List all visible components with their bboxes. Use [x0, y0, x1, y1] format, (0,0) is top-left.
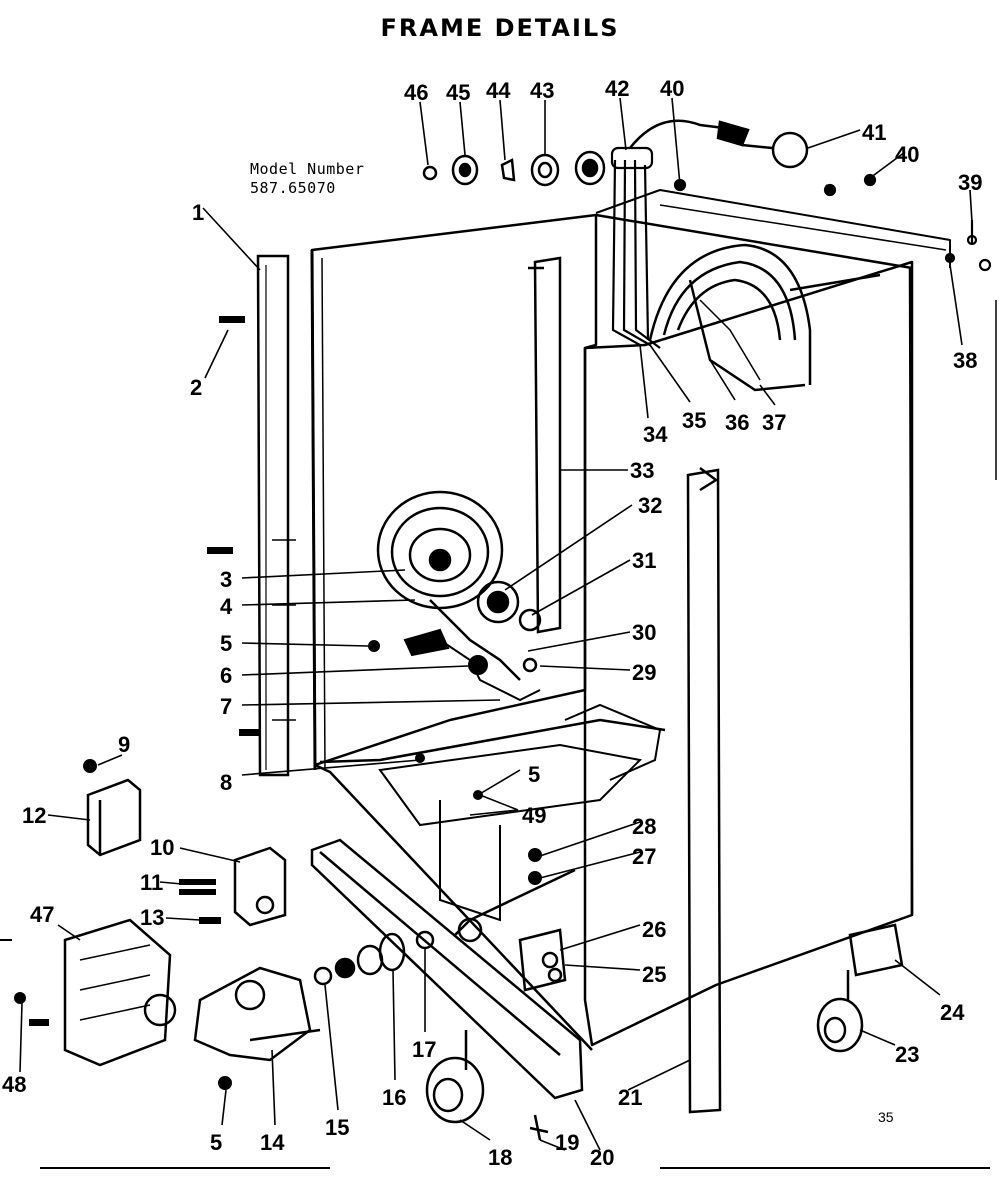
part-label-2: 2: [190, 375, 202, 400]
part-label-28: 28: [632, 814, 656, 839]
water-valve: [193, 966, 321, 1062]
part-label-8: 8: [220, 770, 232, 795]
part-labels: 1 2 3 4 5 6 7 8 9 10 11 12 13 47 48 5 14…: [2, 76, 982, 1170]
brace-assembly: [454, 868, 576, 992]
part-label-21: 21: [618, 1085, 642, 1110]
part-label-7: 7: [220, 694, 232, 719]
part-label-5c: 5: [528, 762, 540, 787]
part-label-30: 30: [632, 620, 656, 645]
drain-parts: [313, 930, 435, 986]
screws: [14, 316, 542, 1090]
part-label-36: 36: [725, 410, 749, 435]
model-number-value: 587.65070: [250, 179, 336, 197]
part-label-42: 42: [605, 76, 629, 101]
leader-lines: [19, 97, 973, 1151]
part-label-17: 17: [412, 1037, 436, 1062]
border-marks: [0, 300, 997, 1169]
part-label-32: 32: [638, 493, 662, 518]
part-label-15: 15: [325, 1115, 349, 1140]
part-label-16: 16: [382, 1085, 406, 1110]
part-label-5: 5: [220, 631, 232, 656]
floor-plate: [378, 703, 662, 922]
part-label-18: 18: [488, 1145, 512, 1170]
left-front-rail: [256, 254, 296, 777]
part-label-19: 19: [555, 1130, 579, 1155]
part-label-24: 24: [940, 1000, 965, 1025]
model-number-block: Model Number 587.65070: [250, 160, 364, 198]
part-label-40b: 40: [660, 76, 684, 101]
part-label-35: 35: [682, 408, 706, 433]
part-label-46: 46: [404, 80, 428, 105]
part-label-37: 37: [762, 410, 786, 435]
solenoid: [233, 846, 287, 927]
right-front-rail: [686, 467, 722, 1114]
leveling-feet: [425, 923, 904, 1141]
part-label-31: 31: [632, 548, 656, 573]
part-label-49: 49: [522, 803, 546, 828]
part-label-13: 13: [140, 905, 164, 930]
switch-box: [86, 778, 142, 857]
base-rail: [310, 838, 584, 1100]
part-label-48: 48: [2, 1072, 26, 1097]
part-label-34: 34: [643, 422, 668, 447]
part-label-1: 1: [192, 200, 204, 225]
part-label-6: 6: [220, 663, 232, 688]
part-label-12: 12: [22, 803, 46, 828]
page-title: FRAME DETAILS: [380, 14, 620, 42]
top-bracket-hardware: [673, 173, 992, 272]
part-label-38: 38: [953, 348, 977, 373]
part-label-47: 47: [30, 902, 54, 927]
wire-harness: [403, 628, 541, 702]
drum-and-belt: [648, 243, 881, 392]
part-label-3: 3: [220, 567, 232, 592]
inner-vertical-bracket: [528, 256, 562, 634]
part-label-33: 33: [630, 458, 654, 483]
part-label-41: 41: [862, 120, 886, 145]
part-label-29: 29: [632, 660, 656, 685]
part-label-25: 25: [642, 962, 666, 987]
pulley-assembly: [376, 490, 521, 681]
part-label-14: 14: [260, 1130, 285, 1155]
part-label-20: 20: [590, 1145, 614, 1170]
part-label-43: 43: [530, 78, 554, 103]
part-label-5b: 5: [210, 1130, 222, 1155]
power-plug: [716, 120, 809, 169]
part-label-45: 45: [446, 80, 470, 105]
part-label-40: 40: [895, 142, 919, 167]
model-number-label: Model Number: [250, 160, 365, 178]
timer-unit: [63, 918, 177, 1067]
page-number: 35: [878, 1109, 894, 1125]
part-label-23: 23: [895, 1042, 919, 1067]
part-label-39: 39: [958, 170, 982, 195]
part-label-27: 27: [632, 844, 656, 869]
part-label-11: 11: [140, 870, 163, 895]
part-label-9: 9: [118, 732, 130, 757]
part-label-4: 4: [220, 594, 233, 619]
part-label-26: 26: [642, 917, 666, 942]
hardware-row: [422, 150, 606, 187]
cabinet-frame: [310, 189, 951, 1051]
part-label-10: 10: [150, 835, 174, 860]
pump-components: [476, 580, 542, 673]
part-label-44: 44: [486, 78, 511, 103]
hose-bundle: [610, 119, 741, 349]
